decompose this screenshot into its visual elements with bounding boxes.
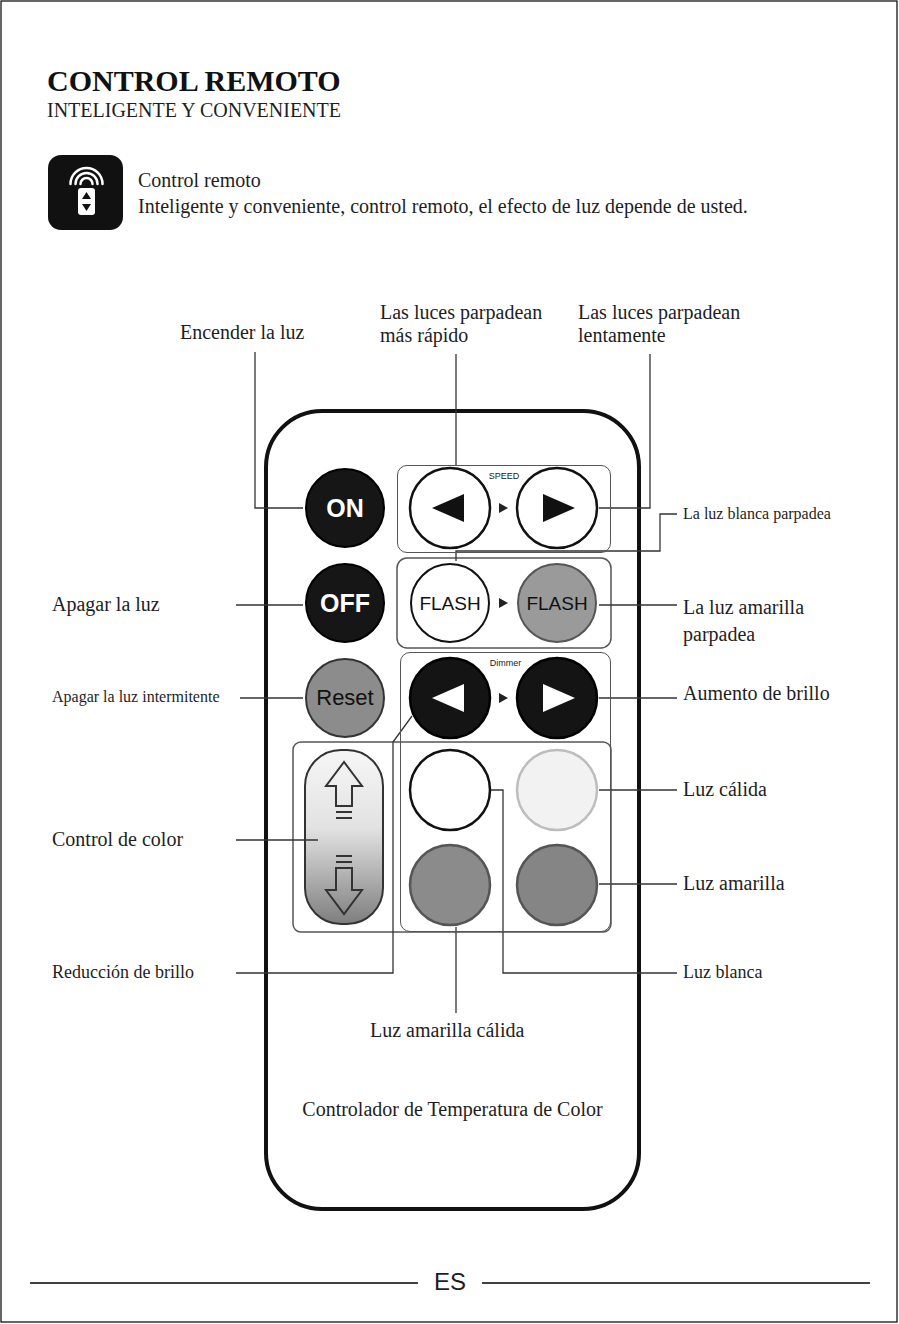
right-triangle xyxy=(543,494,575,522)
up-arrow-symbol xyxy=(326,762,362,806)
button-label: ON xyxy=(326,496,364,521)
leader-line xyxy=(456,514,677,561)
button-label: Reset xyxy=(316,687,373,709)
panel-label: Dimmer xyxy=(401,659,610,668)
color-control-button xyxy=(305,750,383,924)
button-label: FLASH xyxy=(419,594,480,613)
leader-line xyxy=(236,604,303,605)
flash-white-button: FLASH xyxy=(410,563,490,643)
feature-heading: Control remoto xyxy=(138,169,261,192)
dimmer-panel: Dimmer xyxy=(400,652,611,932)
page-title: CONTROL REMOTO xyxy=(47,64,341,99)
on-button: ON xyxy=(305,468,385,548)
remote-icon xyxy=(48,155,123,230)
callout-label: Las luces parpadean lentamente xyxy=(578,301,773,347)
left-triangle xyxy=(432,494,464,522)
callout-label: Control de color xyxy=(52,828,183,851)
flash-yellow-button: FLASH xyxy=(517,563,597,643)
right-triangle xyxy=(543,684,575,712)
callout-label: Luz cálida xyxy=(683,778,767,801)
speed-right-button xyxy=(517,468,597,548)
remote-body xyxy=(266,411,639,1209)
remote-icon-glyph xyxy=(78,188,95,215)
button-label: FLASH xyxy=(526,594,587,613)
language-mark: ES xyxy=(420,1268,480,1296)
remote-icon-wave xyxy=(81,178,93,184)
remote-icon-wave xyxy=(76,173,98,184)
white-light-button xyxy=(410,750,490,830)
leader-line xyxy=(599,604,677,605)
remote-body-node: Controlador de Temperatura de Color ON SPE… xyxy=(265,410,640,1210)
speed-left-button xyxy=(410,468,490,548)
leader-line xyxy=(236,839,318,840)
speed-panel: SPEED xyxy=(397,465,611,553)
warm-yellow-button xyxy=(410,845,490,925)
button-panel xyxy=(397,558,611,648)
small-triangle xyxy=(499,503,508,513)
off-button: OFF xyxy=(305,563,385,643)
subtitle: INTELIGENTE Y CONVENIENTE xyxy=(47,99,341,122)
remote-caption: Controlador de Temperatura de Color xyxy=(265,1098,640,1121)
callout-label: La luz amarilla parpadea xyxy=(683,594,833,648)
callout-label: Apagar la luz xyxy=(52,593,160,616)
yellow-light-button xyxy=(517,845,597,925)
leader-line xyxy=(491,790,677,973)
leader-line xyxy=(236,716,412,973)
button-label: OFF xyxy=(320,591,370,616)
panel-label: SPEED xyxy=(398,472,610,481)
dimmer-up-button xyxy=(517,658,597,738)
small-triangle xyxy=(499,693,508,703)
callout-label: Aumento de brillo xyxy=(683,682,830,705)
footer-rule xyxy=(30,1282,418,1284)
footer-rule xyxy=(482,1282,870,1284)
leader-line xyxy=(599,354,650,508)
callout-label: La luz blanca parpadea xyxy=(683,505,831,523)
up-arrow-symbol xyxy=(336,812,352,818)
warm-light-button xyxy=(517,750,597,830)
leader-line xyxy=(240,697,303,698)
callout-label: Las luces parpadean más rápido xyxy=(380,301,575,347)
callout-label: Luz amarilla cálida xyxy=(370,1019,524,1042)
leader-line xyxy=(455,927,456,1013)
small-triangle xyxy=(499,598,508,608)
remote-icon-glyph xyxy=(82,192,91,211)
button-panel xyxy=(293,742,611,932)
callout-label: Luz blanca xyxy=(683,962,762,983)
down-arrow-symbol xyxy=(326,868,362,914)
leader-line xyxy=(455,354,456,466)
callout-label: Luz amarilla xyxy=(683,872,785,895)
feature-text: Inteligente y conveniente, control remot… xyxy=(138,195,748,218)
leader-lines xyxy=(236,352,677,1013)
dimmer-down-button xyxy=(410,658,490,738)
remote-icon-wave xyxy=(71,168,103,184)
callout-label: Reducción de brillo xyxy=(52,962,194,983)
leader-line xyxy=(255,352,303,508)
callout-label: Encender la luz xyxy=(180,321,304,344)
callout-label: Apagar la luz intermitente xyxy=(52,688,219,706)
left-triangle xyxy=(432,684,464,712)
reset-button: Reset xyxy=(305,658,385,738)
down-arrow-symbol xyxy=(336,856,352,862)
